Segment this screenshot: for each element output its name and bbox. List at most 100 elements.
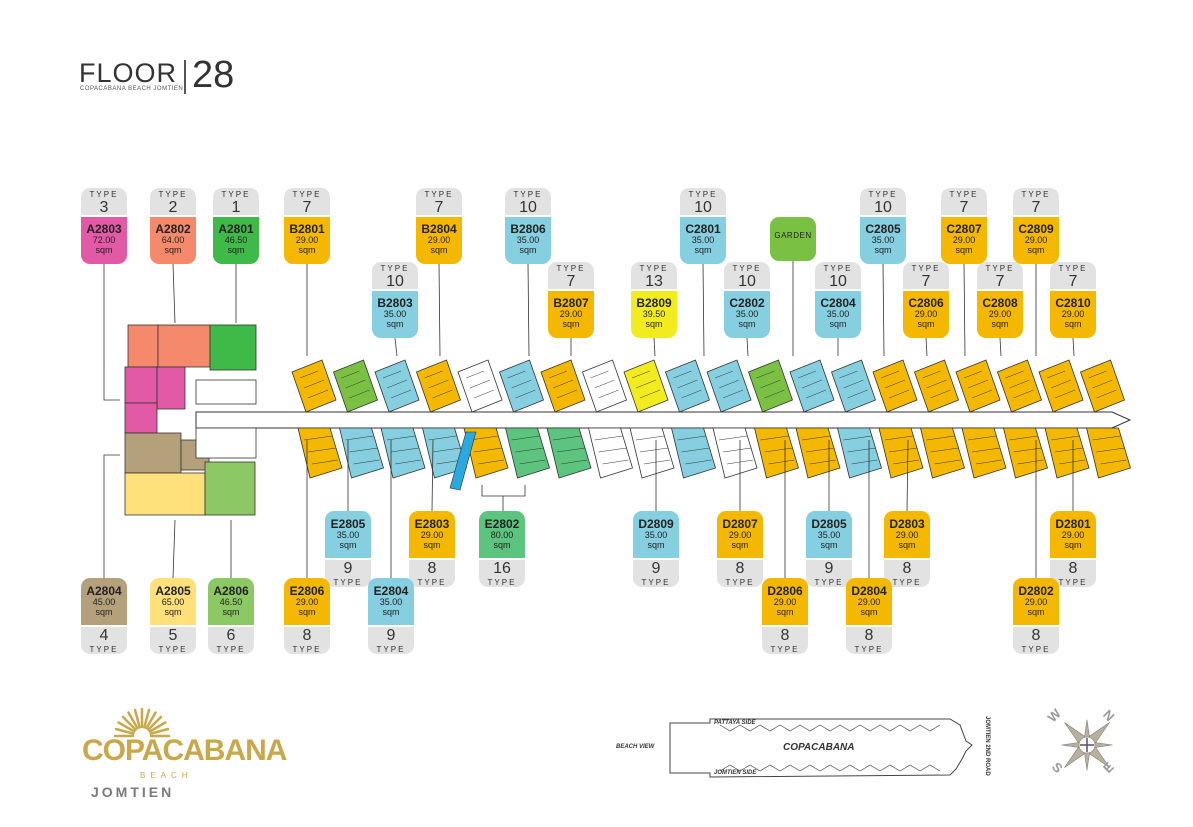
unit-type-number: 9: [824, 560, 834, 577]
type-word: TYPE: [333, 578, 363, 587]
unit-size: 35.00: [336, 530, 360, 540]
upper-unit: [291, 359, 337, 413]
lower-unit-detail: [635, 435, 671, 465]
unit-size: 35.00: [383, 309, 407, 319]
unit-sqm: sqm: [991, 319, 1009, 329]
unit-code: B2803: [377, 296, 413, 310]
unit-size: 29.00: [295, 597, 319, 607]
unit-type-number: 10: [694, 199, 712, 216]
unit-sqm: sqm: [898, 540, 916, 550]
type-word: TYPE: [158, 190, 188, 199]
unit-type-number: 9: [386, 627, 396, 644]
type-word: TYPE: [985, 264, 1015, 273]
unit-code: D2805: [811, 517, 847, 531]
unit-type-number: 8: [1068, 560, 1078, 577]
block-a-unit: [127, 324, 159, 368]
leader-line: [438, 263, 441, 357]
unit-sqm: sqm: [298, 607, 316, 617]
unit-type-number: 8: [302, 627, 312, 644]
type-word: TYPE: [770, 645, 800, 654]
unit-sqm: sqm: [647, 540, 665, 550]
unit-size: 29.00: [559, 309, 583, 319]
leader-line: [172, 519, 176, 579]
leader-line: [653, 337, 656, 357]
lower-unit-detail: [967, 435, 1003, 465]
leader-line: [746, 337, 749, 357]
type-word: TYPE: [868, 190, 898, 199]
sun-ray: [145, 711, 157, 730]
leader-line: [906, 439, 909, 512]
unit-sqm: sqm: [645, 319, 663, 329]
unit-type-number: 16: [493, 560, 511, 577]
unit-type-number: 4: [99, 627, 109, 644]
unit-size: 80.00: [490, 530, 514, 540]
type-word: TYPE: [1021, 190, 1051, 199]
lower-unit-detail: [884, 435, 920, 465]
unit-sqm: sqm: [1027, 245, 1045, 255]
upper-unit: [623, 359, 669, 413]
lower-unit: [961, 427, 1007, 479]
lower-unit: [421, 427, 467, 479]
unit-code: A2802: [155, 222, 191, 236]
upper-unit: [913, 359, 960, 413]
unit-type-number: 10: [738, 273, 756, 290]
upper-unit-detail: [1088, 370, 1117, 399]
type-word: TYPE: [216, 645, 246, 654]
block-a-unit: [204, 461, 256, 516]
sun-ray: [114, 727, 135, 735]
unit-size: 29.00: [773, 597, 797, 607]
lower-unit-detail: [552, 435, 588, 465]
lower-unit-detail: [303, 435, 339, 465]
key-plan-outline: [669, 718, 973, 778]
unit-type-number: 2: [168, 199, 178, 216]
upper-unit: [830, 359, 877, 413]
upper-unit: [581, 359, 628, 413]
leader-line: [172, 263, 176, 324]
unit-size: 35.00: [379, 597, 403, 607]
upper-unit: [457, 359, 503, 413]
unit-size: 29.00: [988, 309, 1012, 319]
logo-copacabana: COPACABANA: [82, 734, 287, 767]
upper-unit-detail: [880, 370, 910, 399]
unit-type-number: 7: [302, 199, 312, 216]
unit-size: 72.00: [92, 235, 116, 245]
unit-size: 64.00: [161, 235, 185, 245]
beach-view-label: BEACH VIEW: [616, 744, 655, 750]
lower-unit: [463, 427, 509, 479]
lower-unit: [712, 427, 758, 479]
upper-unit-detail: [382, 370, 412, 399]
upper-unit-detail: [299, 370, 329, 399]
lower-unit: [297, 427, 343, 479]
unit-size: 35.00: [691, 235, 715, 245]
unit-type-number: 10: [829, 273, 847, 290]
lower-unit: [1044, 427, 1090, 479]
unit-sqm: sqm: [430, 245, 448, 255]
header-divider: [184, 60, 186, 94]
upper-unit: [996, 359, 1043, 413]
sun-ray: [127, 711, 139, 730]
